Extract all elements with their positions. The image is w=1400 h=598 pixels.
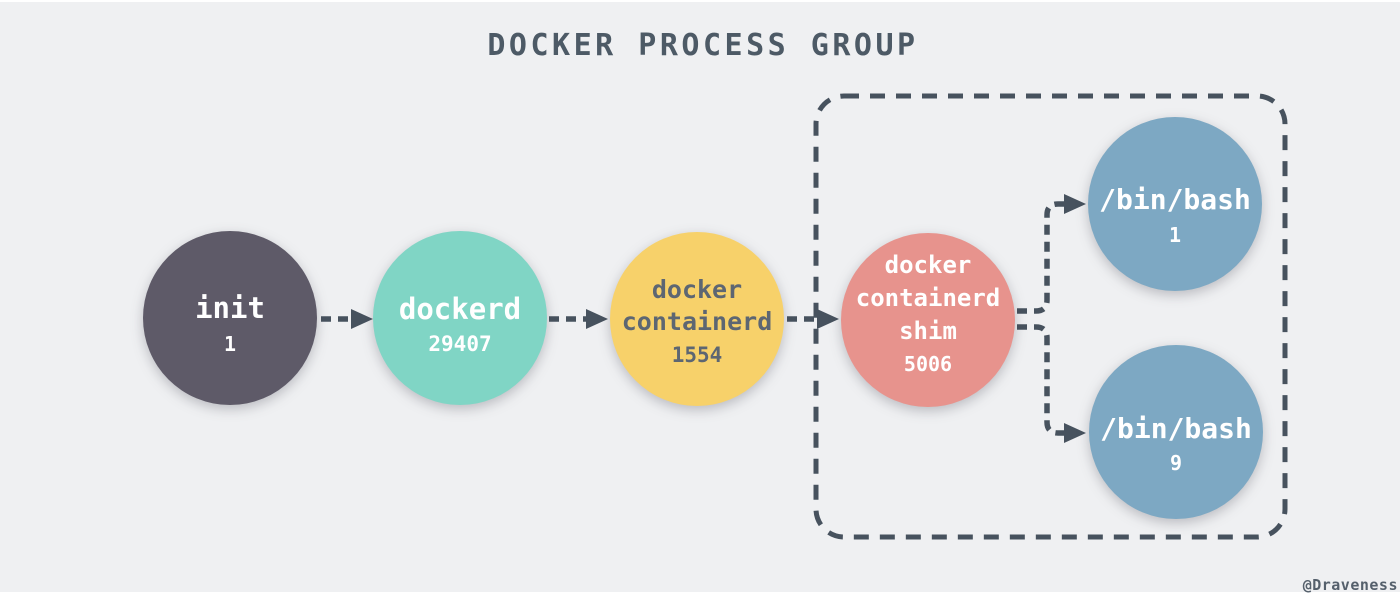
arrow-line <box>1017 201 1064 314</box>
arrow-init-to-dockerd <box>321 309 373 329</box>
node-pid: 9 <box>1170 451 1182 475</box>
node-pid: 1554 <box>672 343 723 367</box>
node-circle <box>1088 117 1262 291</box>
node-label: /bin/bash <box>1100 412 1252 445</box>
node-label-line2: containerd <box>856 284 1001 312</box>
arrow-containerd-to-shim <box>787 309 839 329</box>
node-label: init <box>195 291 265 325</box>
node-pid: 5006 <box>904 352 952 376</box>
node-label: dockerd <box>399 292 521 326</box>
node-circle <box>373 231 547 405</box>
node-docker-containerd: docker containerd 1554 <box>610 232 784 406</box>
node-circle <box>1089 345 1263 519</box>
node-label-line1: docker <box>885 251 972 279</box>
node-circle <box>610 232 784 406</box>
node-label: /bin/bash <box>1099 183 1251 216</box>
arrowhead-icon <box>817 309 839 329</box>
node-circle <box>143 231 317 405</box>
node-label-line3: shim <box>899 317 957 345</box>
author-credit: @Draveness <box>1303 576 1398 594</box>
arrowhead-icon <box>1064 423 1086 443</box>
arrow-dockerd-to-containerd <box>549 309 608 329</box>
diagram-title: DOCKER PROCESS GROUP <box>487 28 918 63</box>
node-init: init 1 <box>143 231 317 405</box>
arrow-line <box>1017 324 1064 436</box>
node-pid: 1 <box>1169 223 1181 247</box>
arrow-shim-to-bash9 <box>1017 324 1086 443</box>
arrowhead-icon <box>351 309 373 329</box>
node-pid: 1 <box>224 332 236 356</box>
node-dockerd: dockerd 29407 <box>373 231 547 405</box>
arrowhead-icon <box>1064 194 1086 214</box>
node-circle <box>841 233 1015 407</box>
node-label-line2: containerd <box>622 307 773 336</box>
node-label-line1: docker <box>652 275 742 304</box>
node-bin-bash-1: /bin/bash 1 <box>1088 117 1262 291</box>
process-group-boundary-box <box>813 93 1288 540</box>
node-bin-bash-9: /bin/bash 9 <box>1089 345 1263 519</box>
arrowhead-icon <box>586 309 608 329</box>
node-docker-containerd-shim: docker containerd shim 5006 <box>841 233 1015 407</box>
arrow-shim-to-bash1 <box>1017 194 1086 314</box>
node-pid: 29407 <box>428 332 491 356</box>
